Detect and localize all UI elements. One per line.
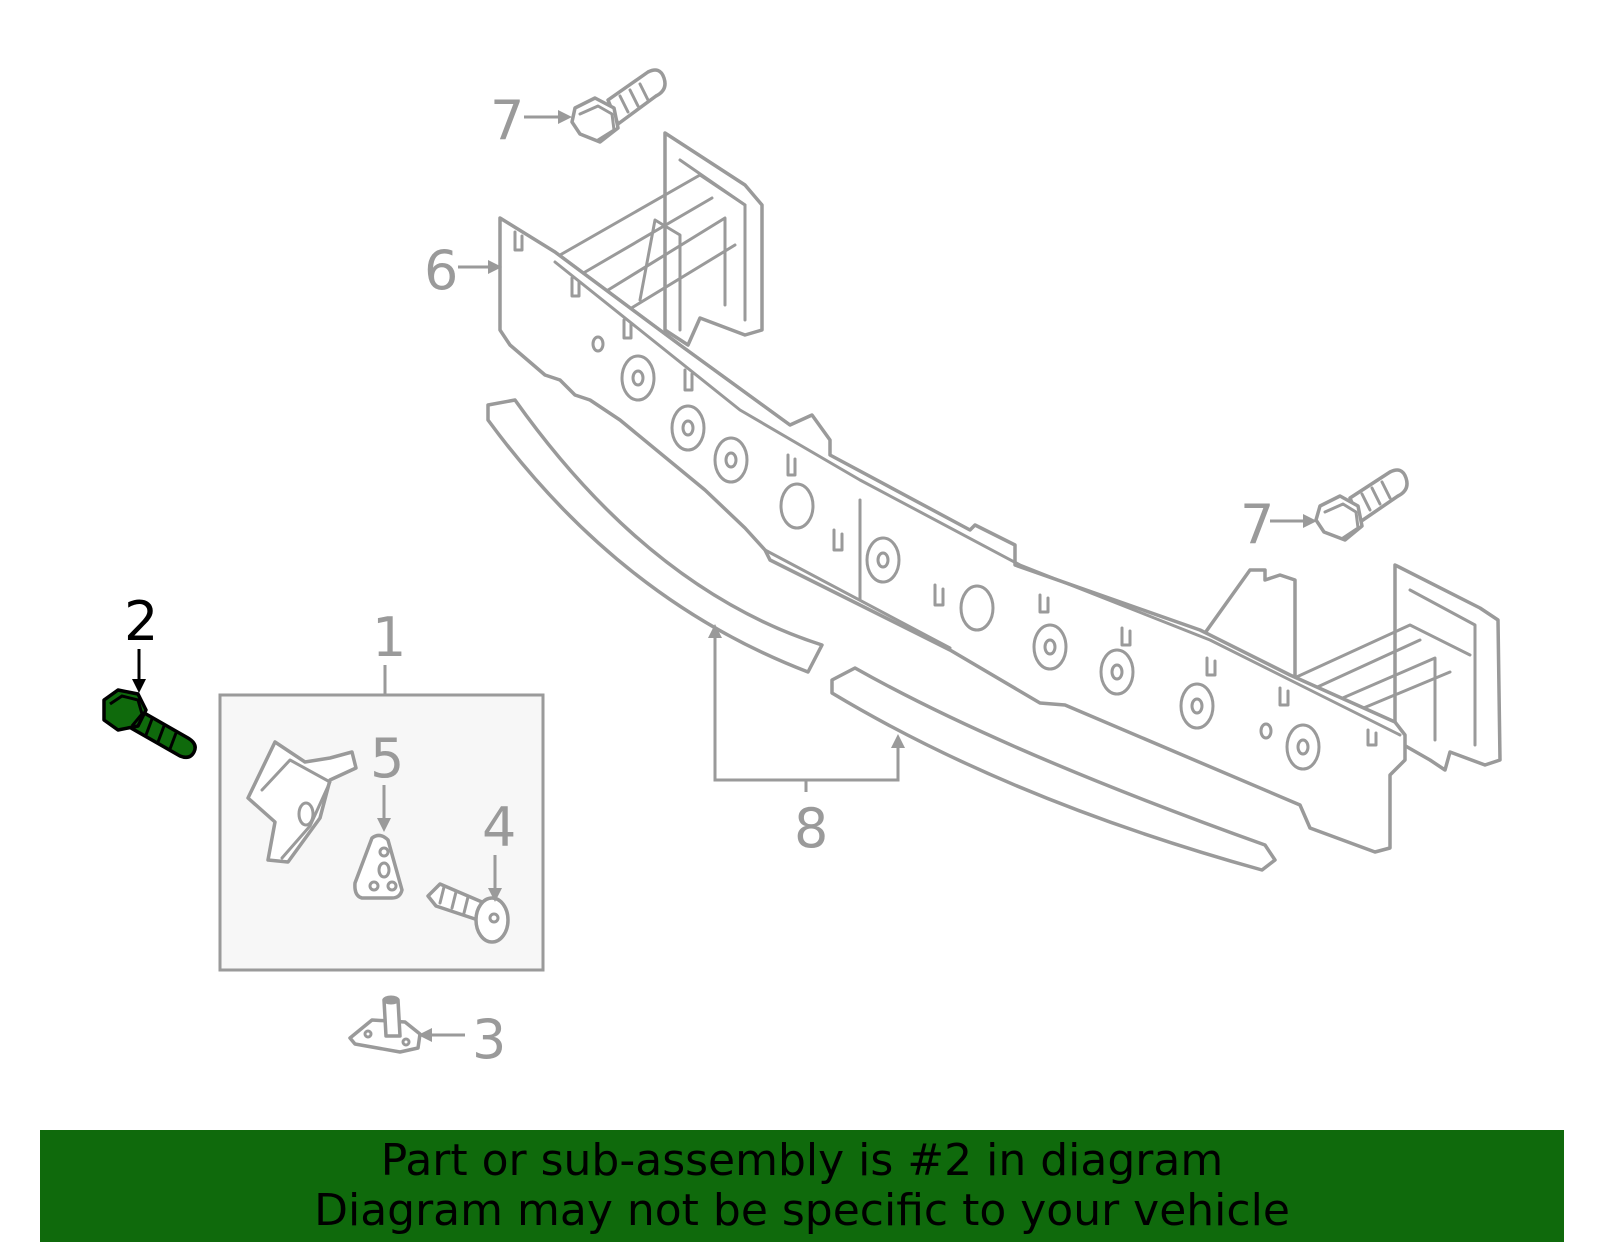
- screw-4[interactable]: [426, 882, 510, 944]
- callout-8: 8: [794, 797, 828, 860]
- banner-line-2: Diagram may not be specific to your vehi…: [314, 1185, 1290, 1236]
- callout-7-lower: 7: [1240, 493, 1274, 556]
- bolt-2-highlighted[interactable]: [102, 688, 197, 760]
- callout-6: 6: [424, 239, 458, 302]
- bumper-reinforcement-beam[interactable]: [498, 131, 1502, 854]
- energy-absorber-left[interactable]: [486, 398, 824, 674]
- callout-3: 3: [472, 1008, 506, 1071]
- callout-4: 4: [482, 796, 516, 859]
- callout-2: 2: [124, 590, 158, 653]
- callout-7-upper: 7: [490, 89, 524, 152]
- energy-absorber-right[interactable]: [830, 666, 1277, 872]
- info-banner: Part or sub-assembly is #2 in diagram Di…: [40, 1130, 1564, 1242]
- banner-line-1: Part or sub-assembly is #2 in diagram: [380, 1135, 1224, 1186]
- callout-1: 1: [372, 606, 406, 669]
- nut-plate-3[interactable]: [348, 995, 422, 1054]
- bolt-7-upper[interactable]: [570, 68, 667, 144]
- leader-lines: [132, 110, 1317, 1042]
- tow-bracket[interactable]: [246, 740, 358, 864]
- plate-5[interactable]: [353, 833, 404, 900]
- bolt-7-lower[interactable]: [1314, 468, 1409, 542]
- callout-5: 5: [370, 727, 404, 790]
